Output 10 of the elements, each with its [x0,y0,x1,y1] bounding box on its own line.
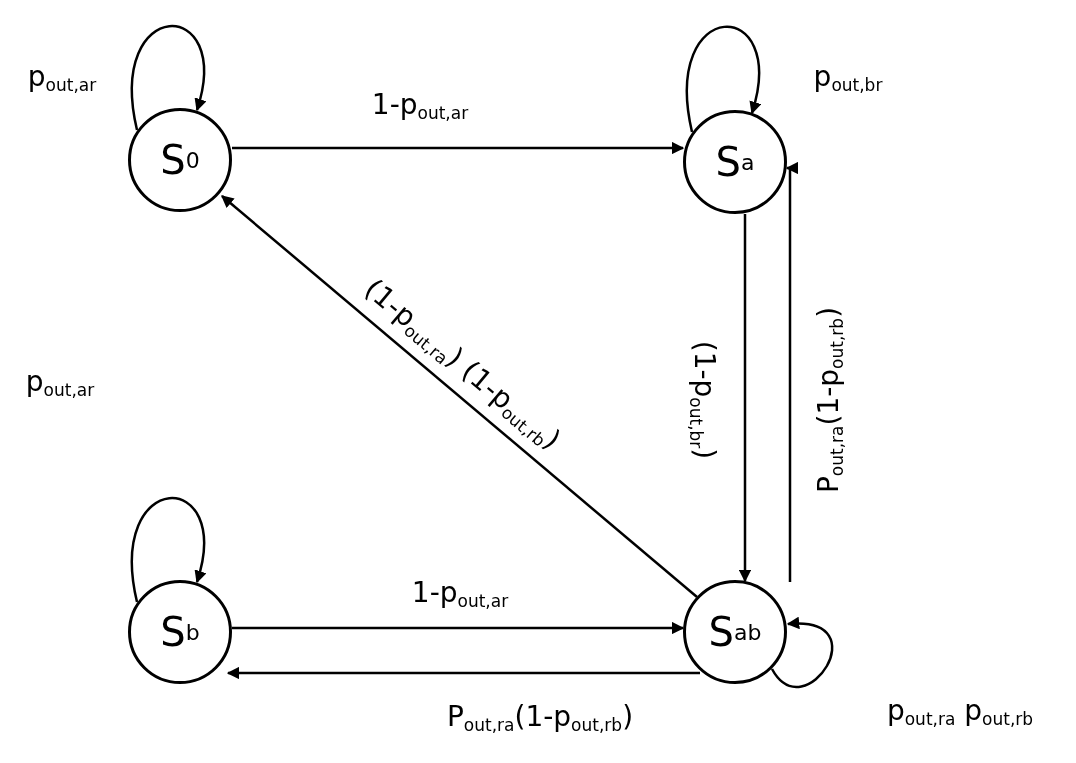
arrow [232,141,685,155]
arrow [226,666,700,680]
arrow [221,195,698,598]
arrow [232,621,685,635]
self-loop-arrow [771,617,834,688]
arrow [738,214,752,583]
self-loop-arrow [131,497,206,603]
self-loop-arrow [131,25,206,131]
arrow [785,161,799,582]
self-loop-arrow [685,25,761,133]
